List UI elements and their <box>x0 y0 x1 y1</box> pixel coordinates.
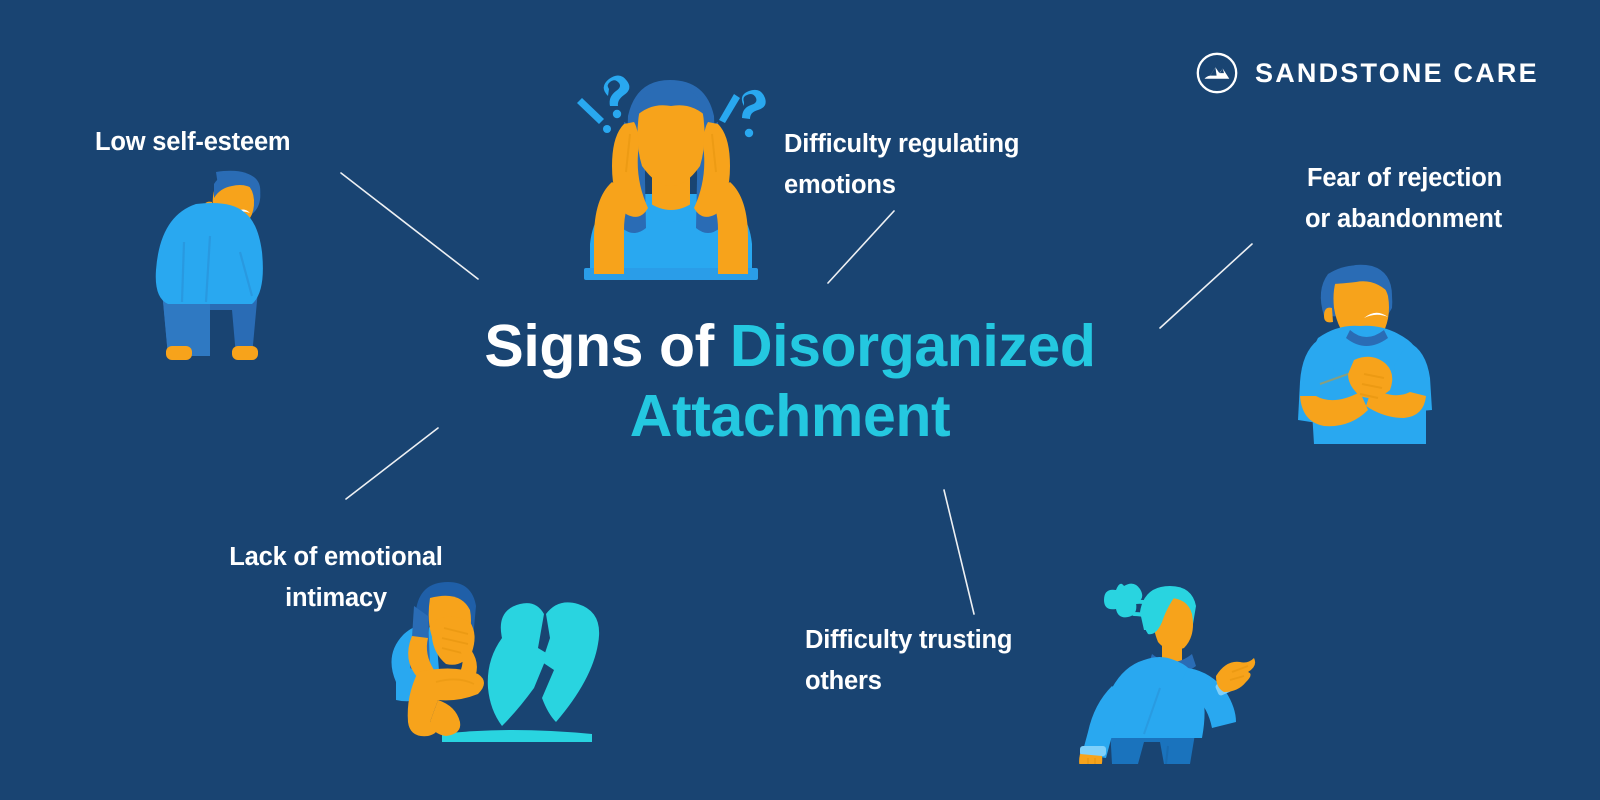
person-hands-on-chest-illustration <box>1268 246 1448 446</box>
brand-logo: SANDSTONE CARE <box>1196 52 1539 94</box>
label-low-self-esteem: Low self-esteem <box>95 128 291 156</box>
crying-person-broken-heart-illustration <box>378 576 610 742</box>
page-title: Signs of Disorganized Attachment <box>400 312 1180 451</box>
person-pointing-away-illustration <box>1040 556 1256 764</box>
person-holding-head-illustration <box>572 62 768 284</box>
connector-low-self-esteem <box>340 172 479 280</box>
title-line-1: Signs of Disorganized <box>400 312 1180 382</box>
label-lack-of-emotional-intimacy: Lack of emotional intimacy <box>229 543 443 613</box>
connector-trust <box>943 489 975 615</box>
slouched-person-illustration <box>140 160 280 370</box>
label-difficulty-trusting-others: Difficulty trusting others <box>805 626 1013 696</box>
label-difficulty-regulating-emotions: Difficulty regulating emotions <box>784 130 1020 200</box>
brand-name: SANDSTONE CARE <box>1255 57 1539 88</box>
label-fear-of-rejection: Fear of rejection or abandonment <box>1305 164 1502 234</box>
title-plain: Signs of <box>484 313 730 379</box>
connector-emotions <box>827 210 895 284</box>
mountain-in-circle-icon <box>1196 52 1238 94</box>
title-accent-1: Disorganized <box>729 313 1096 379</box>
title-accent-2: Attachment <box>629 382 951 449</box>
